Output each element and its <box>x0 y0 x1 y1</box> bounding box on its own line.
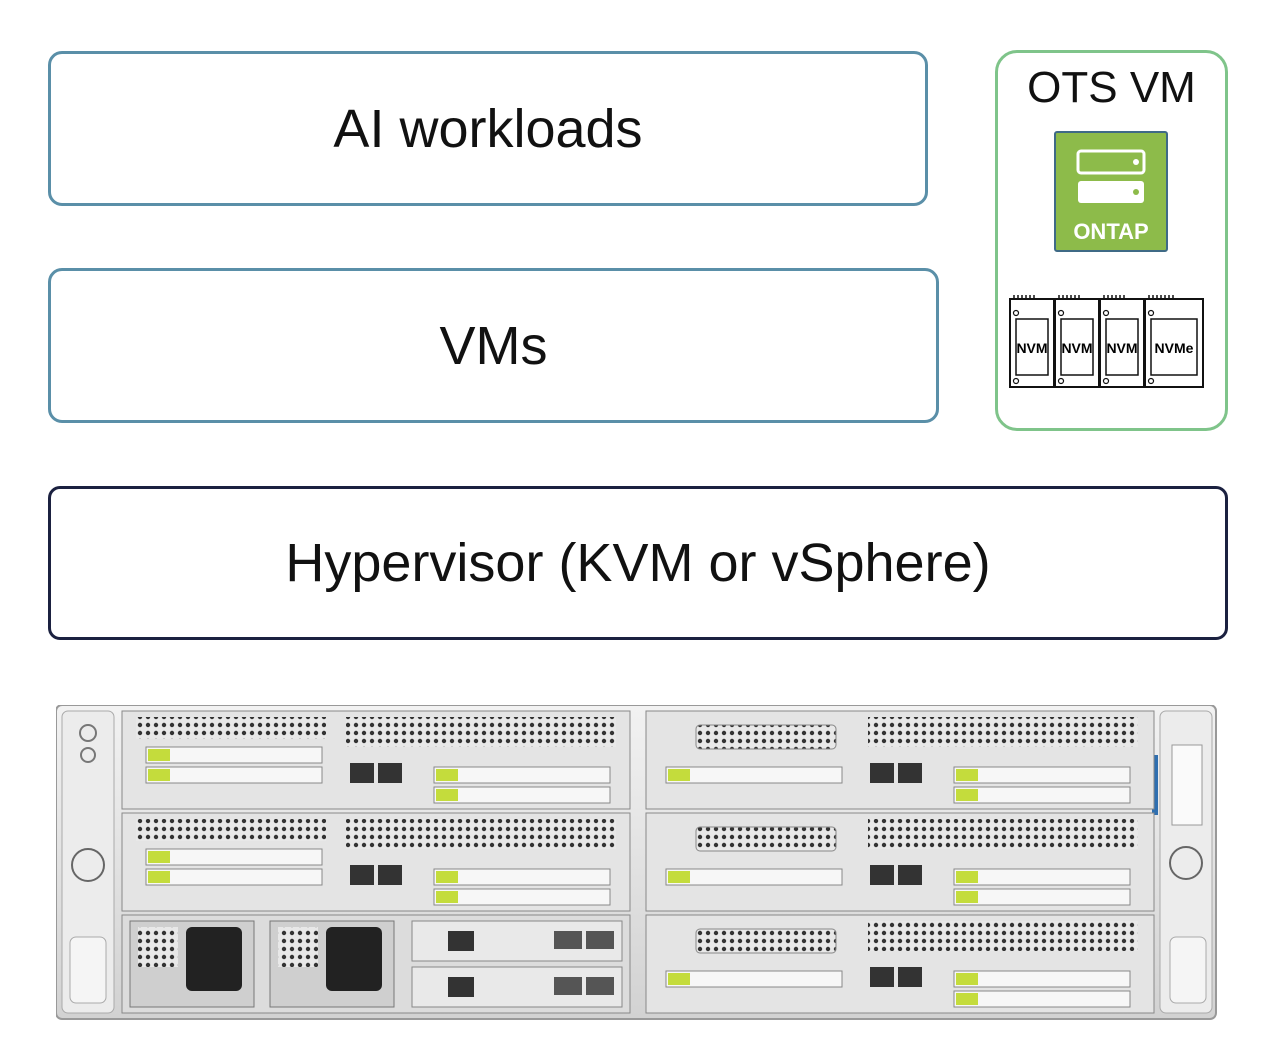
nvme-drive-2: NVM <box>1054 295 1100 388</box>
ontap-logo: ONTAP <box>1054 131 1168 252</box>
nvme-drive-3: NVM <box>1099 295 1145 388</box>
vms-box: VMs <box>48 268 939 423</box>
vms-label: VMs <box>439 315 548 376</box>
ots-vm-box: OTS VM ONTAP NVM <box>995 50 1228 431</box>
node-mid-left <box>121 812 631 912</box>
rack-server-icon <box>55 704 1217 1020</box>
ai-workloads-label: AI workloads <box>333 98 643 159</box>
node-top-left <box>121 710 631 810</box>
ots-vm-title: OTS VM <box>1027 63 1196 112</box>
nvme-drive-2-label: NVM <box>1061 340 1092 356</box>
nvme-drive-3-label: NVM <box>1106 340 1137 356</box>
ai-workloads-box: AI workloads <box>48 51 928 206</box>
node-bottom-right <box>645 914 1155 1014</box>
node-top-right <box>645 710 1155 810</box>
nvme-drive-1: NVM <box>1009 295 1055 388</box>
server-chassis-image <box>55 704 1220 1026</box>
server-stack-icon <box>1076 149 1146 203</box>
hypervisor-label: Hypervisor (KVM or vSphere) <box>285 533 991 593</box>
nvme-drive-1-label: NVM <box>1016 340 1047 356</box>
nvme-drive-group: NVM NVM NVM <box>1008 293 1208 398</box>
power-and-io-left <box>121 914 631 1014</box>
hypervisor-box: Hypervisor (KVM or vSphere) <box>48 486 1228 640</box>
ontap-label: ONTAP <box>1073 219 1149 244</box>
nvme-drive-4: NVMe <box>1144 295 1204 388</box>
nvme-drive-4-label: NVMe <box>1155 340 1194 356</box>
nvme-drives-icon: NVM NVM NVM <box>1009 295 1204 388</box>
node-mid-right <box>645 812 1155 912</box>
